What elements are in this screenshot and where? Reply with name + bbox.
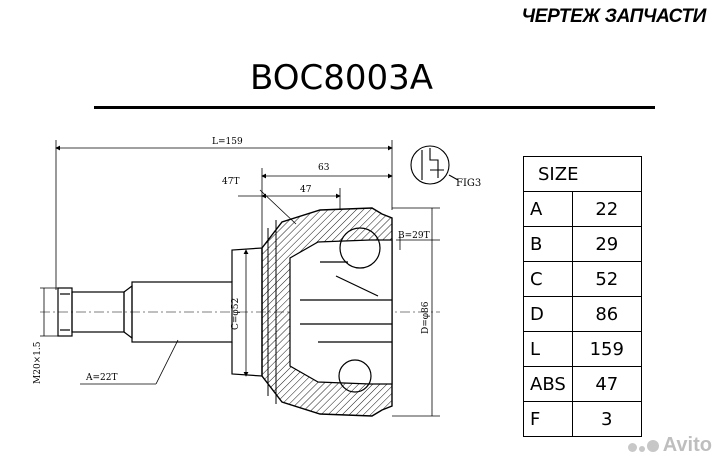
size-value-f: 3 <box>571 401 642 437</box>
size-table: SIZE A 22 B 29 C 52 D 86 L 159 ABS 47 F … <box>523 156 642 437</box>
inner-spline-label: B=29T <box>398 231 430 241</box>
abs-teeth-label: 47T <box>222 177 239 187</box>
table-row: L 159 <box>523 331 642 367</box>
size-value-d: 86 <box>571 296 642 332</box>
table-row: C 52 <box>523 261 642 297</box>
threaded-stub <box>57 281 233 343</box>
inner-race <box>300 227 392 393</box>
size-key-c: C <box>523 261 573 297</box>
table-row: B 29 <box>523 226 642 262</box>
fig3-label: FIG3 <box>456 178 481 189</box>
size-key-a: A <box>523 191 573 227</box>
size-value-b: 29 <box>571 226 642 262</box>
part-number: BOC8003A <box>250 58 434 98</box>
fig3-detail <box>410 145 459 185</box>
table-row: D 86 <box>523 296 642 332</box>
outer-spline-label: A=22T <box>85 373 118 383</box>
thread-label: M20×1.5 <box>33 341 43 384</box>
size-key-l: L <box>523 331 573 367</box>
dim-63-label: 63 <box>318 163 330 173</box>
size-table-header: SIZE <box>523 156 642 192</box>
overall-length-label: L=159 <box>212 137 243 147</box>
size-key-d: D <box>523 296 573 332</box>
size-value-abs: 47 <box>571 366 642 402</box>
dimension-lines <box>40 140 440 417</box>
outer-housing <box>261 207 393 417</box>
size-value-l: 159 <box>571 331 642 367</box>
size-value-a: 22 <box>571 191 642 227</box>
table-row: F 3 <box>523 401 642 437</box>
size-table-header-row: SIZE <box>523 156 642 192</box>
watermark-text: Avito <box>662 434 712 456</box>
header-divider <box>94 106 655 109</box>
size-value-c: 52 <box>571 261 642 297</box>
document-title: ЧЕРТЕЖ ЗАПЧАСТИ <box>521 6 707 27</box>
table-row: A 22 <box>523 191 642 227</box>
dim-47-label: 47 <box>300 185 312 195</box>
abs-ring <box>267 220 277 404</box>
size-key-b: B <box>523 226 573 262</box>
diameter-d-label: D=φ86 <box>421 301 431 334</box>
size-key-f: F <box>523 401 573 437</box>
avito-watermark: Avito <box>627 434 712 457</box>
avito-logo-icon <box>627 439 659 452</box>
table-row: ABS 47 <box>523 366 642 402</box>
size-key-abs: ABS <box>523 366 573 402</box>
diameter-c-label: C=φ52 <box>231 298 241 330</box>
